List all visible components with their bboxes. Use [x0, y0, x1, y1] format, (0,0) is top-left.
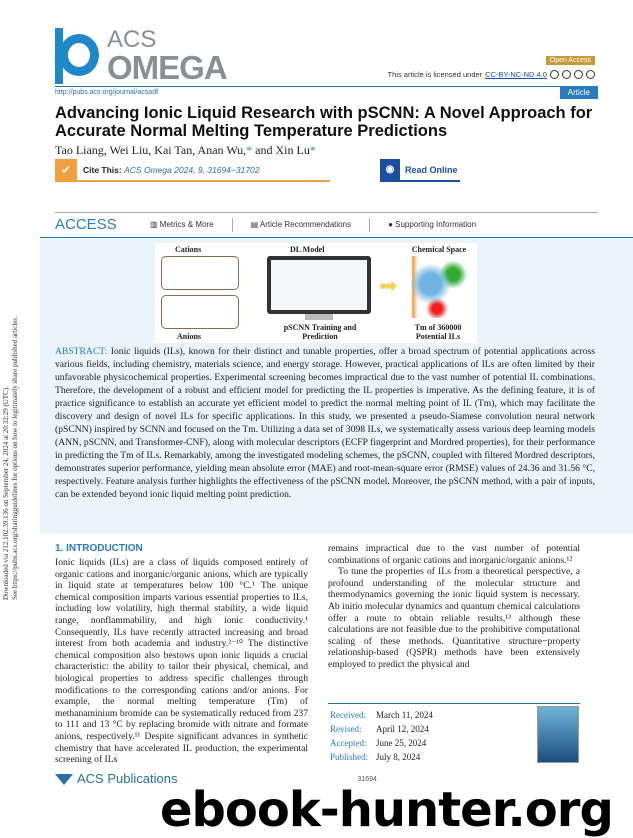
- open-access-badge: Open Access: [545, 56, 595, 65]
- toc-graphic: Cations Anions DL Model pSCNN Training a…: [155, 243, 477, 343]
- scatter-3d-image: [405, 256, 469, 318]
- journal-cover-thumbnail[interactable]: [537, 706, 579, 763]
- supporting-info-link[interactable]: ● Supporting Information: [388, 220, 477, 229]
- cation-structure: [161, 256, 239, 290]
- footer: ACS Publications 31694: [55, 771, 598, 787]
- dates-rule: [328, 703, 580, 704]
- list-icon: ▤: [250, 220, 260, 229]
- acs-omega-logo-icon: [55, 28, 99, 84]
- authors: Tao Liang, Wei Liu, Kai Tan, Anan Wu,* a…: [55, 143, 316, 157]
- abstract: ABSTRACT: Ionic liquids (ILs), known for…: [55, 346, 595, 500]
- divider: [55, 212, 598, 213]
- toc-tm-label: Tm of 360000 Potential ILs: [414, 323, 462, 341]
- toc-dl-model-label: DL Model: [290, 245, 325, 254]
- bar-chart-icon: ▥: [150, 220, 160, 229]
- journal-url[interactable]: http://pubs.acs.org/journal/acsodf: [55, 89, 159, 96]
- arrow-icon: ➡: [379, 273, 398, 298]
- acs-publications-logo-icon: [55, 773, 73, 785]
- cc-icon: [550, 70, 559, 79]
- toc-chemical-space-label: Chemical Space: [411, 245, 467, 254]
- toc-cations-label: Cations: [175, 245, 202, 254]
- license-line: This article is licensed under CC-BY-NC-…: [388, 70, 595, 79]
- article-header: Advancing Ionic Liquid Research with pSC…: [55, 104, 615, 182]
- section-heading: 1. INTRODUCTION: [55, 543, 143, 554]
- intro-left-column: Ionic liquids (ILs) are a class of liqui…: [55, 557, 308, 766]
- by-icon: [562, 70, 571, 79]
- license-link[interactable]: CC-BY-NC-ND 4.0: [485, 70, 547, 79]
- monitor-icon: [267, 256, 371, 314]
- access-bar: ACCESS ▥ Metrics & More ▤ Article Recomm…: [55, 216, 598, 233]
- check-icon: ✔: [55, 159, 77, 181]
- read-online-button[interactable]: ◉Read Online: [380, 159, 460, 182]
- toc-anions-label: Anions: [177, 332, 202, 341]
- intro-right-column: remains impractical due to the vast numb…: [328, 543, 580, 670]
- header-rule: [55, 86, 598, 100]
- download-note: Downloaded via 212.102.39.136 on Septemb…: [2, 316, 19, 600]
- nd-icon: [586, 70, 595, 79]
- article-type-badge: Article: [559, 86, 598, 99]
- anion-structure: [161, 295, 239, 329]
- page-number: 31694: [357, 775, 377, 783]
- si-icon: ●: [388, 220, 396, 229]
- toc-training-label: pSCNN Training and Prediction: [283, 323, 357, 341]
- watermark: ebook-hunter.org: [160, 782, 614, 838]
- cite-this-box[interactable]: ✔ Cite This: ACS Omega 2024, 9, 31694−31…: [55, 159, 330, 182]
- globe-icon: ◉: [380, 159, 400, 181]
- recommendations-link[interactable]: ▤ Article Recommendations: [250, 220, 352, 229]
- dates-box: Received:March 11, 2024 Revised:April 12…: [330, 710, 433, 762]
- article-title: Advancing Ionic Liquid Research with pSC…: [55, 104, 593, 140]
- access-label: ACCESS: [55, 216, 117, 233]
- nc-icon: [574, 70, 583, 79]
- metrics-link[interactable]: ▥ Metrics & More: [150, 220, 214, 229]
